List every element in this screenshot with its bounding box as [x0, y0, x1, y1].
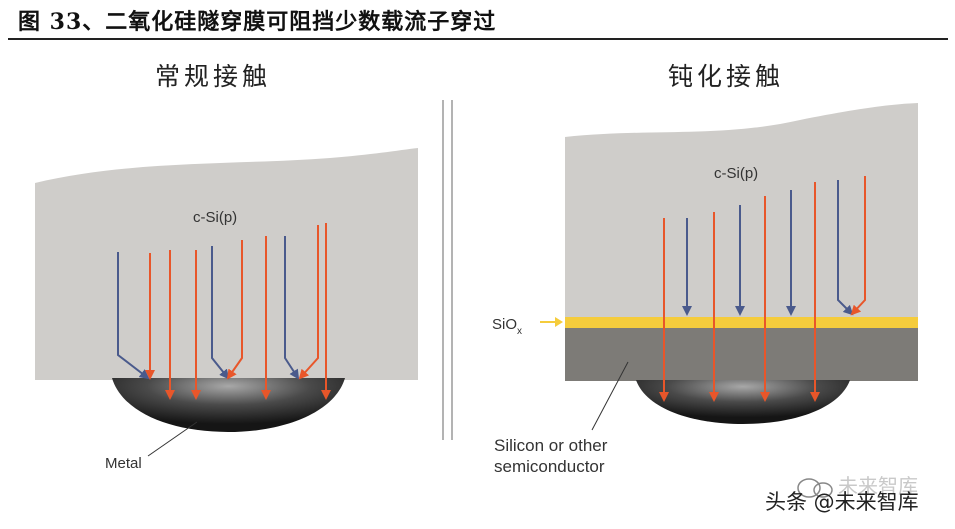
watermark-ghost-text: 未来智库	[838, 474, 918, 498]
right-metal-contact	[636, 380, 850, 424]
right-silicon-bulk	[565, 103, 918, 318]
semiconductor-pointer	[591, 361, 629, 431]
left-metal-label: Metal	[105, 455, 142, 472]
semiconductor-label-line1: Silicon or other	[494, 436, 608, 455]
minority-carrier-arrow	[211, 246, 230, 380]
oxide-layer	[565, 317, 918, 328]
left-carrier-arrows	[117, 223, 331, 400]
left-metal-contact	[112, 378, 345, 432]
majority-carrier-arrow	[850, 176, 866, 316]
watermark-logo-icon	[795, 476, 835, 504]
right-panel: c-Si(p) SiOx Silicon or other semiconduc…	[492, 103, 918, 476]
left-metal-pointer	[147, 421, 198, 457]
figure-title: 图 33、二氧化硅隧穿膜可阻挡少数载流子穿过	[18, 9, 497, 35]
right-panel-title: 钝化接触	[668, 62, 785, 91]
left-silicon-bulk	[35, 148, 418, 380]
majority-carrier-arrow	[226, 240, 243, 380]
left-bulk-label: c-Si(p)	[193, 209, 237, 226]
minority-carrier-arrow	[117, 252, 150, 380]
oxide-label: SiOx	[492, 316, 522, 337]
watermark-text: 头条 @未来智库	[765, 490, 919, 514]
majority-carrier-arrow	[298, 225, 319, 380]
semiconductor-label-line2: semiconductor	[494, 457, 605, 476]
semiconductor-layer	[565, 328, 918, 381]
minority-carrier-arrow	[284, 236, 300, 380]
title-underline	[8, 38, 948, 40]
oxide-pointer-head	[555, 317, 563, 327]
minority-carrier-arrow	[837, 180, 854, 316]
right-bulk-label: c-Si(p)	[714, 165, 758, 182]
right-carrier-arrows	[659, 176, 866, 402]
left-panel-title: 常规接触	[155, 62, 272, 91]
left-panel: c-Si(p) Metal	[35, 148, 418, 472]
